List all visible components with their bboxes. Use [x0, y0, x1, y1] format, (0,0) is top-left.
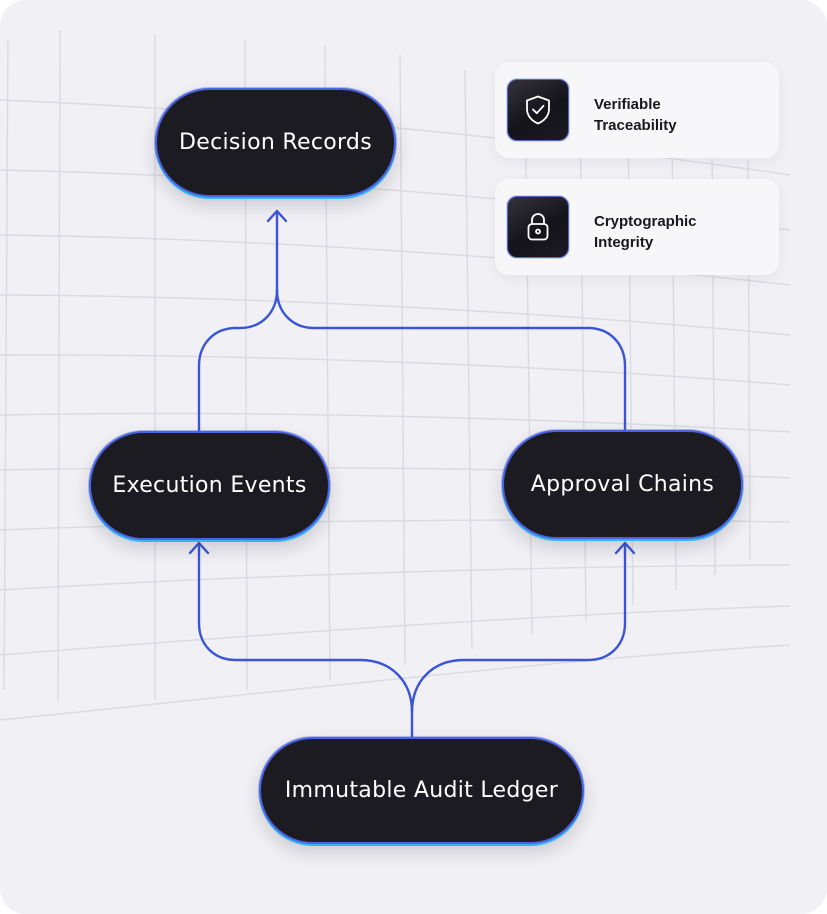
feature-label-line1: Verifiable	[594, 96, 661, 113]
feature-label: Cryptographic Integrity	[594, 211, 764, 253]
node-label: Decision Records	[179, 130, 372, 155]
lock-icon	[507, 196, 569, 258]
arrowhead-approval	[614, 541, 636, 555]
edge-approval-to-decision	[275, 288, 627, 433]
feature-label-line1: Cryptographic	[594, 213, 697, 230]
feature-label-line2: Integrity	[594, 234, 654, 251]
node-approval-chains: Approval Chains	[502, 430, 743, 539]
shield-check-icon	[507, 79, 569, 141]
node-immutable-audit-ledger: Immutable Audit Ledger	[259, 737, 584, 844]
edge-execution-to-decision	[197, 212, 279, 434]
edge-ledger-to-execution	[197, 544, 414, 740]
feature-label-line2: Traceability	[594, 117, 677, 134]
arrowhead-decision	[266, 209, 288, 223]
node-label: Approval Chains	[530, 472, 715, 497]
node-decision-records: Decision Records	[155, 88, 396, 197]
feature-card-traceability: Verifiable Traceability	[495, 62, 779, 158]
arrowhead-execution	[188, 541, 210, 555]
feature-card-integrity: Cryptographic Integrity	[495, 179, 779, 275]
node-label: Immutable Audit Ledger	[284, 778, 559, 803]
node-label: Execution Events	[112, 473, 307, 498]
feature-label: Verifiable Traceability	[594, 94, 764, 136]
edge-ledger-to-approval	[410, 544, 627, 714]
node-execution-events: Execution Events	[89, 431, 330, 540]
